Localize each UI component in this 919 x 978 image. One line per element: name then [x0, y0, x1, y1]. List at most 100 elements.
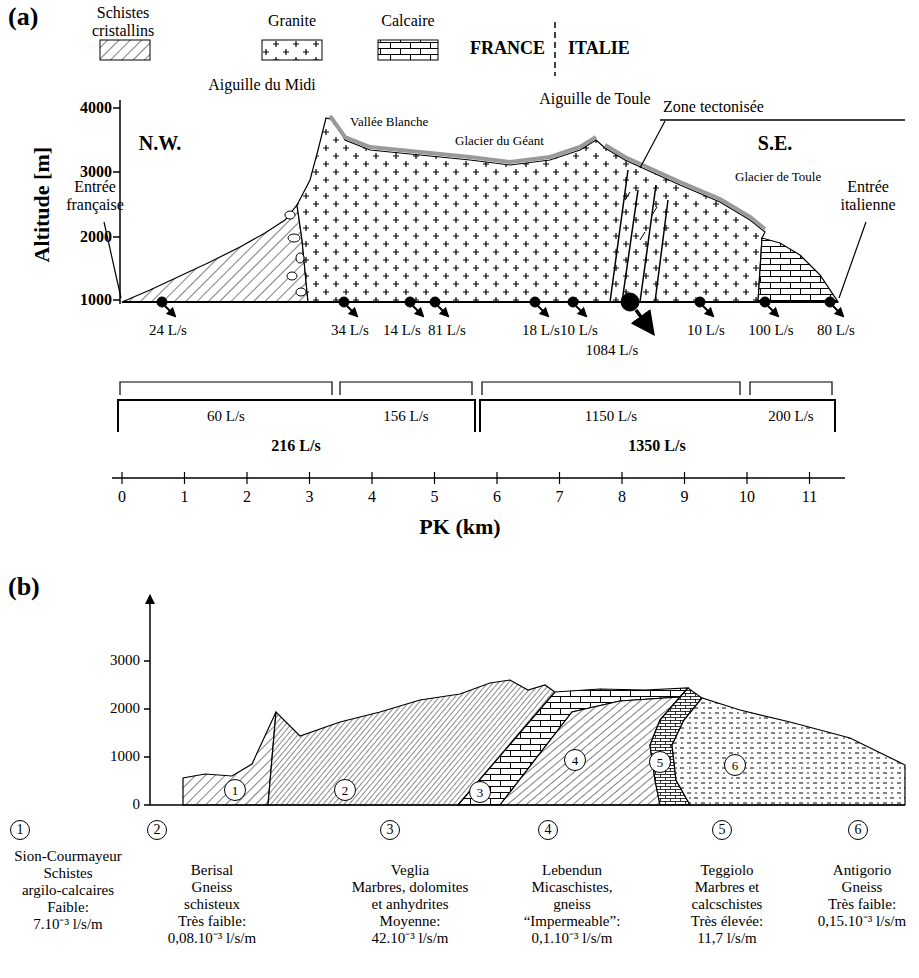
tick-label: 8 — [618, 488, 626, 506]
tick-label: 10 — [739, 488, 755, 506]
unit-number-circle: 2 — [147, 820, 167, 840]
tick-label: 0 — [133, 796, 141, 813]
formation-name: Sion-Courmayeur — [14, 848, 121, 865]
unit-number: 3 — [477, 786, 484, 799]
tick-label: 1000 — [110, 748, 140, 765]
permeability-class: Très faible: — [828, 896, 896, 913]
unit-number-circle: 6 — [848, 820, 868, 840]
flow-label: 18 L/s — [522, 322, 560, 339]
unit-number: 5 — [719, 823, 726, 837]
rock-type: Gneiss — [842, 879, 883, 896]
place-label: Glacier de Toule — [735, 170, 821, 185]
flow-label: 1350 L/s — [628, 437, 685, 455]
permeability-value: 11,7 l/s/m — [697, 930, 756, 947]
unit-number: 2 — [342, 784, 349, 797]
axis-title: PK (km) — [419, 514, 500, 539]
place-label: Zone tectonisée — [663, 98, 764, 116]
panel-letter: (b) — [8, 572, 40, 602]
tick-label: 6 — [493, 488, 501, 506]
place-label: ITALIE — [568, 38, 630, 59]
permeability-value: 0,1.10⁻³ l/s/m — [532, 930, 613, 947]
unit-number: 6 — [732, 759, 739, 772]
tick-label: 11 — [802, 488, 817, 506]
place-label: FRANCE — [470, 38, 545, 59]
place-label: Entrée italienne — [828, 178, 908, 215]
place-label: Glacier du Géant — [455, 134, 544, 149]
place-label: Aiguille du Midi — [208, 76, 316, 94]
unit-number: 5 — [657, 756, 664, 769]
axis-title: Altitude [m] — [29, 147, 54, 262]
permeability-value: 7.10⁻³ l/s/m — [33, 916, 103, 933]
tick-label: 3000 — [110, 652, 140, 669]
formation-name: Berisal — [191, 862, 234, 879]
unit-number-circle: 2 — [334, 779, 356, 801]
unit-number: 4 — [545, 823, 552, 837]
unit-number: 3 — [387, 823, 394, 837]
permeability-value: 0,08.10⁻³ l/s/m — [168, 930, 256, 947]
place-label: Entrée française — [55, 178, 135, 215]
unit-number-circle: 5 — [649, 751, 671, 773]
unit-number-circle: 4 — [538, 820, 558, 840]
unit-description: VegliaMarbres, dolomites et anhydritesMo… — [348, 862, 473, 947]
unit-number-circle: 1 — [10, 820, 30, 840]
rock-type: Marbres, dolomites et anhydrites — [348, 879, 473, 913]
flow-label: 216 L/s — [271, 437, 320, 455]
unit-description: AntigorioGneissTrès faible:0,15.10⁻³ l/s… — [810, 862, 915, 930]
flow-label: 14 L/s — [383, 322, 421, 339]
flow-label: 34 L/s — [331, 322, 369, 339]
rock-type: Marbres et calcschistes — [670, 879, 785, 913]
unit-description: Sion-CourmayeurSchistes argilo-calcaires… — [13, 848, 123, 933]
unit-number-circle: 4 — [564, 749, 586, 771]
unit-number-circle: 6 — [724, 754, 746, 776]
permeability-class: Très faible: — [178, 913, 246, 930]
unit-number-circle: 3 — [469, 781, 491, 803]
formation-name: Veglia — [391, 862, 429, 879]
flow-label: 24 L/s — [149, 322, 187, 339]
place-label: Vallée Blanche — [350, 115, 428, 130]
tick-label: 1000 — [80, 291, 112, 309]
legend-label: Schistes cristallins — [77, 4, 169, 40]
unit-number: 1 — [232, 784, 239, 797]
place-label: Aiguille de Toule — [539, 90, 650, 108]
permeability-class: Faible: — [47, 899, 89, 916]
place-label: S.E. — [758, 132, 792, 155]
rock-type: Micaschistes, gneiss — [512, 879, 632, 913]
rock-type: Schistes argilo-calcaires — [13, 865, 123, 899]
flow-label: 10 L/s — [687, 322, 725, 339]
legend-label: Granite — [268, 12, 316, 30]
tick-label: 1 — [181, 488, 189, 506]
tick-label: 5 — [431, 488, 439, 506]
flow-label: 1084 L/s — [586, 342, 639, 359]
unit-description: TeggioloMarbres et calcschistesTrès élev… — [670, 862, 785, 947]
flow-label: 60 L/s — [207, 408, 245, 425]
tick-label: 2000 — [110, 700, 140, 717]
permeability-value: 42.10⁻³ l/s/m — [371, 930, 448, 947]
tick-label: 7 — [556, 488, 564, 506]
rock-type: Gneiss schisteux — [162, 879, 262, 913]
permeability-class: “Impermeable”: — [524, 913, 621, 930]
unit-number-circle: 3 — [380, 820, 400, 840]
panel-letter: (a) — [8, 2, 38, 32]
tick-label: 3 — [306, 488, 314, 506]
flow-label: 80 L/s — [817, 322, 855, 339]
flow-label: 81 L/s — [428, 322, 466, 339]
formation-name: Lebendun — [542, 862, 602, 879]
tick-label: 4 — [368, 488, 376, 506]
flow-label: 10 L/s — [560, 322, 598, 339]
flow-label: 100 L/s — [748, 322, 793, 339]
formation-name: Antigorio — [833, 862, 891, 879]
unit-number: 6 — [855, 823, 862, 837]
tick-label: 9 — [681, 488, 689, 506]
tick-label: 2 — [243, 488, 251, 506]
flow-label: 1150 L/s — [585, 408, 637, 425]
tick-label: 4000 — [80, 99, 112, 117]
flow-label: 156 L/s — [383, 408, 428, 425]
tick-label: 2000 — [80, 228, 112, 246]
tick-label: 0 — [118, 488, 126, 506]
unit-number-circle: 5 — [712, 820, 732, 840]
permeability-value: 0,15.10⁻³ l/s/m — [818, 913, 906, 930]
unit-description: LebendunMicaschistes, gneiss“Impermeable… — [512, 862, 632, 947]
unit-number: 2 — [154, 823, 161, 837]
permeability-class: Très élevée: — [691, 913, 763, 930]
